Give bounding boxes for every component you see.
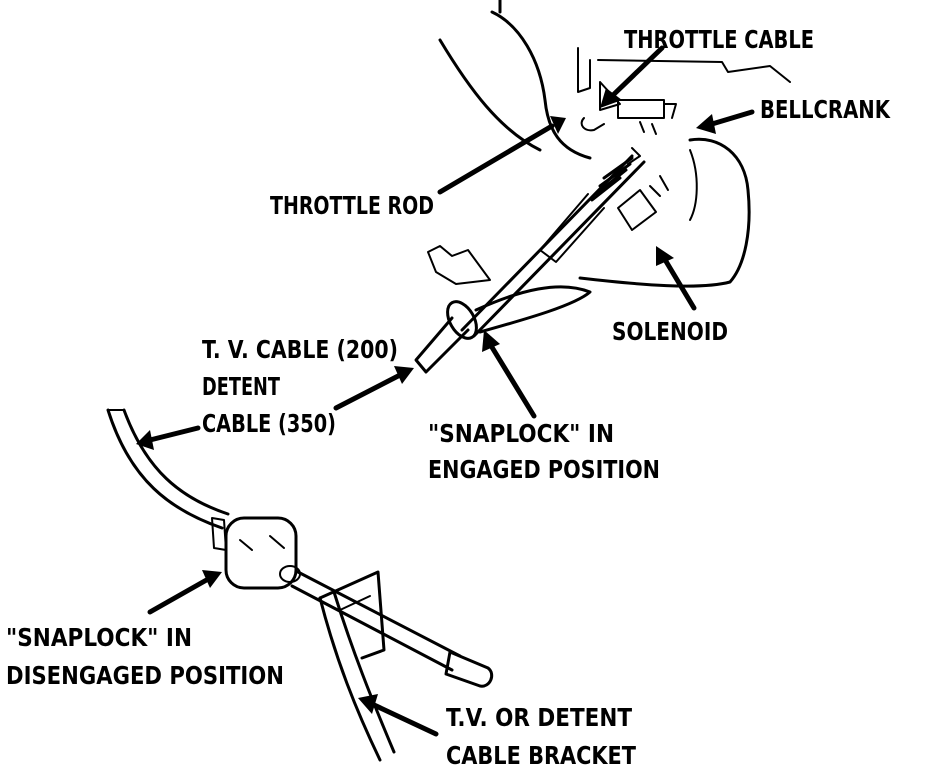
- label-throttle-cable: THROTTLE CABLE: [624, 25, 814, 54]
- label-bellcrank: BELLCRANK: [760, 95, 891, 124]
- label-tv-cable-line1: T. V. CABLE (200): [202, 335, 398, 364]
- arrow-tv-cable: [333, 371, 405, 411]
- label-bracket-line2: CABLE BRACKET: [446, 741, 636, 770]
- cable-bracket-drawing: [318, 570, 396, 762]
- arrow-engaged-snaplock: [487, 341, 537, 419]
- label-tv-cable-line3: CABLE (350): [202, 409, 336, 438]
- label-snaplock-disengaged-line2: DISENGAGED POSITION: [6, 661, 284, 690]
- arrow-cable: [147, 425, 201, 443]
- arrow-bellcrank: [709, 109, 755, 127]
- throttle-body-drawing: [438, 0, 791, 160]
- disengaged-snaplock-drawing: [211, 516, 494, 688]
- solenoid-housing-drawing: [578, 137, 751, 288]
- label-snaplock-engaged-line1: "SNAPLOCK" IN: [428, 419, 614, 448]
- arrow-bracket: [369, 701, 439, 737]
- label-solenoid: SOLENOID: [612, 317, 728, 346]
- leader-arrows: [136, 45, 755, 737]
- label-tv-cable-line2: DETENT: [202, 372, 280, 401]
- labels: THROTTLE CABLE BELLCRANK THROTTLE ROD SO…: [6, 25, 891, 770]
- label-bracket-line1: T.V. OR DETENT: [446, 703, 632, 732]
- arrow-solenoid: [661, 255, 697, 311]
- label-snaplock-disengaged-line1: "SNAPLOCK" IN: [6, 623, 192, 652]
- arrow-throttle-rod: [437, 123, 555, 195]
- tv-cable-drawing: [106, 408, 230, 530]
- label-throttle-rod: THROTTLE ROD: [270, 191, 434, 220]
- throttle-rod-drawing: [460, 147, 646, 338]
- arrow-disengaged-snaplock: [147, 575, 213, 615]
- label-snaplock-engaged-line2: ENGAGED POSITION: [428, 455, 660, 484]
- arrow-throttle-cable: [607, 45, 665, 101]
- engaged-snaplock-drawing: [414, 245, 592, 374]
